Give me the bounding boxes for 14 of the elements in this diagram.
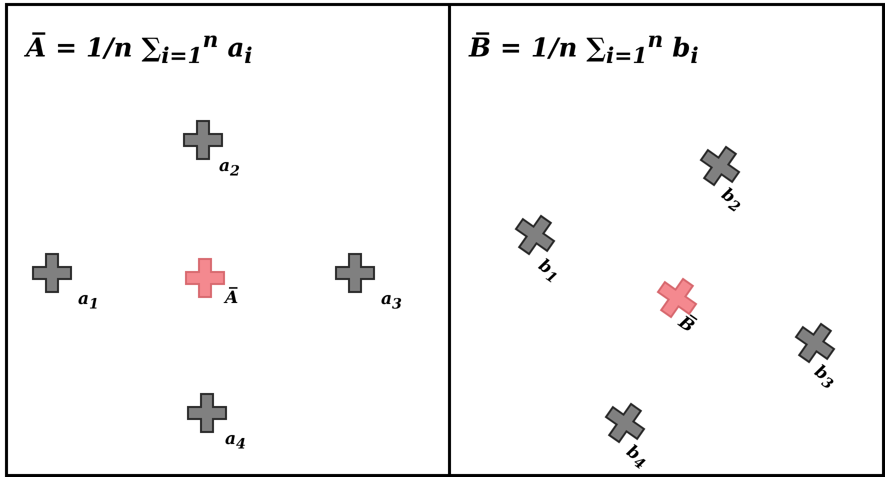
point-label: a$_{3}$ [381, 291, 402, 312]
cross-marker [335, 253, 375, 293]
panel [448, 3, 885, 477]
point-label: a$_{2}$ [219, 158, 240, 179]
point-label: a$_{1}$ [78, 291, 99, 312]
cross-marker [185, 258, 225, 298]
cross-marker [32, 253, 72, 293]
point-label: a$_{4}$ [225, 431, 246, 452]
formula: B̅ = 1/n ∑$_{i=1}$$^{n}$ b$_{i}$ [469, 28, 699, 69]
cross-marker [187, 393, 227, 433]
panel [5, 3, 451, 477]
formula: A̅ = 1/n ∑$_{i=1}$$^{n}$ a$_{i}$ [26, 28, 253, 69]
cross-marker [183, 120, 223, 160]
point-label: B̅ [675, 314, 697, 336]
